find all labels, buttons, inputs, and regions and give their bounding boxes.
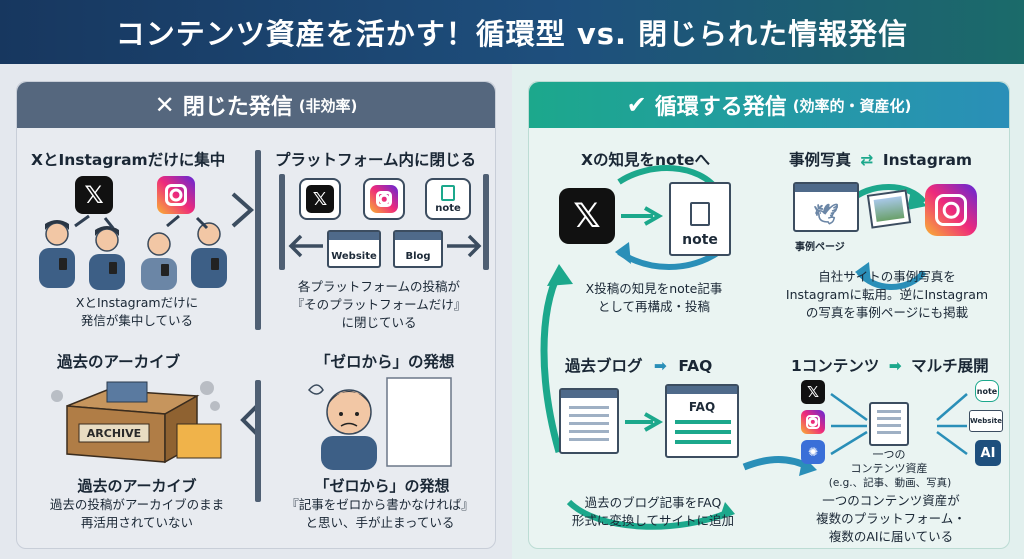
blog-tile-label: Blog [405, 251, 431, 262]
closed-s4-caption: 『記事をゼロから書かなければ』と思い、手が止まっている [286, 497, 474, 531]
instagram-logo-icon [157, 176, 195, 214]
wall-right [483, 174, 489, 270]
blocked-arrow-right-icon [447, 234, 482, 258]
arrow-right-icon [231, 192, 255, 228]
circular-s2-title-b: Instagram [882, 151, 973, 169]
circular-header-subtitle: (効率的・資産化) [792, 96, 912, 115]
content-asset-label: 一つのコンテンツ資産 [850, 448, 928, 476]
sync-icon: ⇄ [860, 151, 874, 169]
circular-s1-title: Xの知見をnoteへ [581, 151, 711, 169]
wall-divider-lower [255, 380, 261, 502]
instagram-logo-large-icon [925, 184, 977, 236]
faq-page-window: FAQ [665, 384, 739, 458]
closed-s4-title: 「ゼロから」の発想 [315, 353, 455, 371]
circular-s4-title: 1コンテンツ ➡ マルチ展開 [791, 354, 989, 376]
circular-s3-title-b: FAQ [678, 357, 713, 375]
x-tile-icon: 𝕏 [299, 178, 341, 220]
arrow-right-icon: ➡ [653, 357, 667, 375]
closed-header-subtitle: (非効率) [298, 96, 358, 115]
closed-s2-title: プラットフォーム内に閉じる [275, 151, 477, 169]
closed-s4-caption-title: 「ゼロから」の発想 [314, 477, 450, 495]
ai-small-icon: AI [975, 440, 1001, 466]
circular-s1-caption: X投稿の知見をnote記事として再構成・投稿 [585, 281, 723, 315]
closed-s3-title: 過去のアーカイブ [57, 353, 181, 371]
closed-s1-title: XとInstagramだけに集中 [31, 151, 226, 169]
archive-label: ARCHIVE [87, 427, 141, 440]
closed-s1-caption: XとInstagramだけに発信が集中している [75, 295, 199, 329]
bird-photo-icon: 🕊 [813, 202, 839, 226]
closed-panel: ✕ 閉じた発信 (非効率) XとInstagramだけに集中 𝕏 XとInsta… [16, 81, 496, 549]
closed-s3-caption-title: 過去のアーカイブ [77, 477, 197, 495]
website-small-icon: Website [969, 410, 1003, 432]
content-asset-sub: (e.g.、記事、動画、写真) [828, 477, 952, 489]
circular-header-title: 循環する発信 [654, 95, 787, 120]
note-doc-icon [690, 202, 710, 226]
x-mark-icon: ✕ [154, 91, 175, 119]
instagram-small-icon [801, 410, 825, 434]
check-icon: ✔ [626, 91, 647, 119]
arrow-right-icon: ➡ [888, 357, 902, 375]
wall-divider [255, 150, 261, 330]
blog-tile: Blog [393, 230, 443, 268]
circular-s3-title: 過去ブログ ➡ FAQ [565, 354, 712, 376]
note-document-label: note [682, 232, 718, 248]
page-title: コンテンツ資産を活かす！循環型 vs. 閉じられた情報発信 [115, 17, 909, 51]
note-tile-label: note [435, 202, 461, 214]
arrow-left-icon [240, 402, 261, 438]
case-page-window: 🕊 [793, 182, 859, 232]
distribution-arrows [830, 392, 968, 456]
circular-s4-title-a: 1コンテンツ [791, 357, 880, 375]
note-small-icon: note [975, 380, 999, 402]
circular-panel: ✔ 循環する発信 (効率的・資産化) Xの知見をnoteへ 𝕏 note X投稿… [528, 81, 1010, 549]
circular-s2-title-a: 事例写真 [789, 151, 852, 169]
website-tile-label: Website [331, 251, 377, 262]
circular-s4-title-b: マルチ展開 [911, 357, 989, 375]
arrow-to-faq-icon [625, 412, 663, 432]
closed-s2-caption: 各プラットフォームの投稿が『そのプラットフォームだけ』に閉じている [291, 279, 467, 331]
faq-label: FAQ [688, 400, 716, 414]
circular-s3-title-a: 過去ブログ [565, 357, 643, 375]
note-small-label: note [976, 386, 998, 396]
blocked-arrow-left-icon [288, 234, 323, 258]
blog-page-window [559, 388, 619, 454]
closed-header-title: 閉じた発信 [182, 95, 293, 120]
arrow-to-note-icon [621, 206, 664, 226]
ai-small-label: AI [980, 445, 996, 461]
circular-s4-caption: 一つのコンテンツ資産が複数のプラットフォーム・複数のAIに届いている [816, 493, 966, 545]
x-small-icon: 𝕏 [801, 380, 825, 404]
website-tile: Website [327, 230, 381, 268]
ai-brain-icon: ✺ [801, 440, 825, 464]
case-page-label: 事例ページ [795, 242, 845, 253]
circular-s2-title: 事例写真 ⇄ Instagram [789, 148, 972, 170]
wall-left [279, 174, 285, 270]
note-document: note [669, 182, 731, 256]
x-logo-icon: 𝕏 [75, 176, 113, 214]
closed-s3-caption: 過去の投稿がアーカイブのまま再活用されていない [49, 497, 225, 531]
closed-panel-header: ✕ 閉じた発信 (非効率) [17, 82, 495, 128]
photo-stack-icon [866, 189, 912, 229]
content-asset-doc [869, 402, 909, 446]
archive-box-illustration: ARCHIVE [51, 381, 222, 464]
website-small-label: Website [970, 417, 1002, 425]
stuck-person-illustration [307, 377, 452, 470]
circular-panel-header: ✔ 循環する発信 (効率的・資産化) [529, 82, 1009, 128]
instagram-tile-icon [363, 178, 405, 220]
faq-lines [675, 420, 731, 450]
x-logo-large-icon: 𝕏 [559, 188, 615, 244]
title-bar: コンテンツ資産を活かす！循環型 vs. 閉じられた情報発信 [0, 0, 1024, 64]
note-tile-icon: note [425, 178, 471, 220]
people-illustration [39, 214, 227, 290]
